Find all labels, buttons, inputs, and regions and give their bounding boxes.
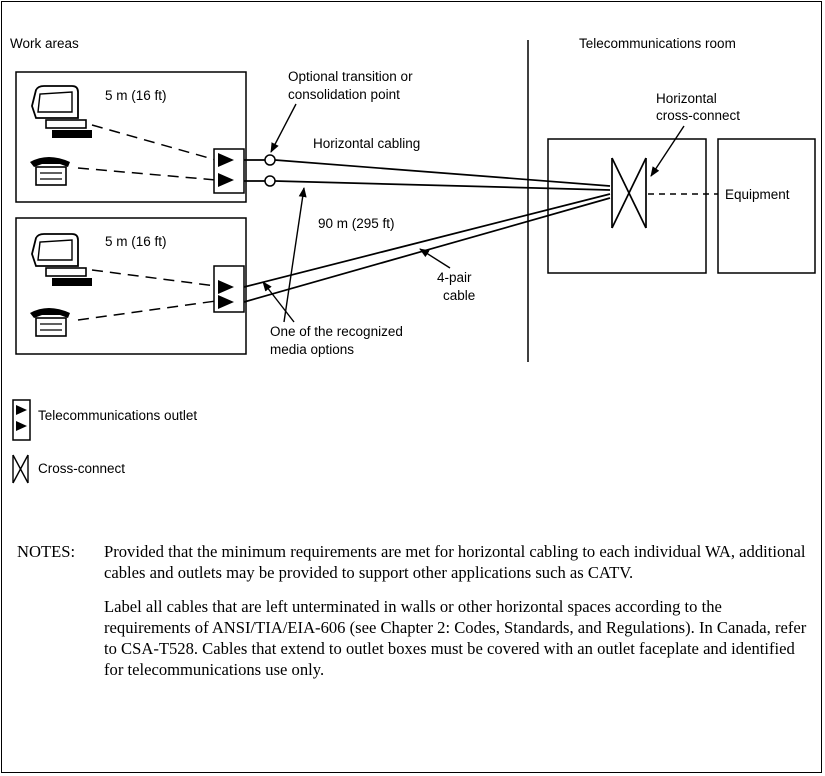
consolidation-point [264,175,276,187]
telephone-icon [30,157,70,186]
notes-label: NOTES: [17,542,76,561]
outlet-legend-icon [12,399,31,441]
computer-icon [31,233,92,286]
media-options-label-line1: One of the recognized [270,324,403,339]
telecom-room-heading: Telecommunications room [579,36,736,51]
optional-transition-label-line1: Optional transition or [288,69,413,84]
work-area-distance-top: 5 m (16 ft) [105,88,167,103]
equipment-box [717,138,816,274]
work-area-box-top [15,71,247,203]
telecom-outlet-bottom [213,265,245,313]
telephone-icon [30,308,70,337]
work-area-distance-bottom: 5 m (16 ft) [105,234,167,249]
horizontal-cables [243,159,611,303]
horizontal-crossconnect-box [547,138,707,274]
four-pair-pointer [419,248,451,269]
note-row-2: Label all cables that are left untermina… [17,596,807,680]
distance-90m-label: 90 m (295 ft) [318,216,395,231]
media-options-label-line2: media options [270,342,354,357]
note-paragraph-2: Label all cables that are left untermina… [104,597,807,679]
crossconnect-symbol [611,157,647,229]
consolidation-point [264,154,276,166]
horizontal-crossconnect-pointer [650,125,685,177]
horizontal-cabling-diagram: Work areas Telecommunications room 5 m (… [10,36,816,484]
telecom-outlet-top [213,148,245,194]
four-pair-label-line2: cable [443,288,475,303]
crossconnect-legend-icon [12,454,29,484]
four-pair-label-line1: 4-pair [437,270,472,285]
computer-icon [31,85,92,138]
horizontal-crossconnect-label-line1: Horizontal [656,91,717,106]
horizontal-crossconnect-label-line2: cross-connect [656,108,740,123]
note-row-1: NOTES: Provided that the minimum require… [17,541,807,583]
notes-label-spacer [17,596,104,680]
legend-outlet-label: Telecommunications outlet [38,408,197,423]
note-paragraph-1: Provided that the minimum requirements a… [104,542,806,582]
horizontal-cabling-label: Horizontal cabling [313,136,420,151]
media-options-pointer-upper [283,187,307,323]
work-area-dashed-links [77,124,217,321]
optional-transition-pointer [270,103,297,153]
notes-section: NOTES: Provided that the minimum require… [17,541,807,680]
work-areas-heading: Work areas [10,36,79,51]
media-options-pointer-lower [262,281,295,323]
optional-transition-label-line2: consolidation point [288,87,400,102]
legend-crossconnect-label: Cross-connect [38,461,125,476]
equipment-label: Equipment [725,187,790,202]
